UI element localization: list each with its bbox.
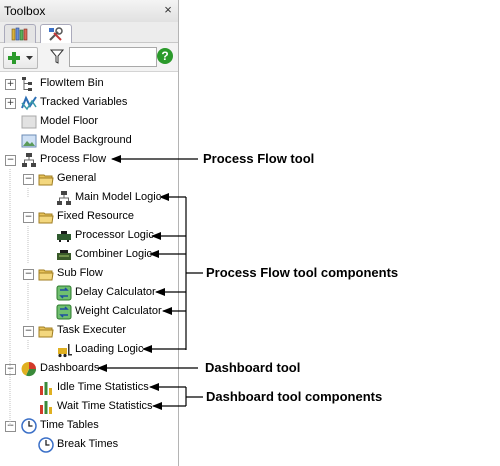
tree-item-combiner-logic[interactable]: Combiner Logic xyxy=(0,245,178,264)
tree-item-tracked-variables[interactable]: + Tracked Variables xyxy=(0,93,178,112)
help-button[interactable]: ? xyxy=(157,48,173,64)
tree-item-label: Delay Calculator xyxy=(75,286,156,298)
tab-library[interactable] xyxy=(4,24,36,43)
process-flow-icon xyxy=(57,191,71,205)
tree-item-label: Idle Time Statistics xyxy=(57,381,149,393)
tree-item-label: General xyxy=(57,172,97,184)
annotation-process-flow-tool: Process Flow tool xyxy=(203,151,315,166)
collapse-icon[interactable]: − xyxy=(23,326,34,337)
tab-tools[interactable] xyxy=(40,24,72,44)
expand-icon[interactable]: + xyxy=(5,79,16,90)
sub-flow-icon xyxy=(56,304,72,320)
tree-item-break-times[interactable]: Break Times xyxy=(0,435,178,454)
toolbox-toolbar: ? xyxy=(0,43,178,72)
chevron-down-icon xyxy=(26,56,33,60)
tree-item-wait-time-statistics[interactable]: Wait Time Statistics xyxy=(0,397,178,416)
tree-item-label: Processor Logic xyxy=(75,229,154,241)
dashboard-icon xyxy=(21,361,37,377)
model-background-icon xyxy=(21,134,37,148)
tree-guide-lines xyxy=(9,169,29,426)
tree-item-label: Combiner Logic xyxy=(75,248,153,260)
tree-item-processor-logic[interactable]: Processor Logic xyxy=(0,226,178,245)
tree-item-model-floor[interactable]: Model Floor xyxy=(0,112,178,131)
toolbox-panel: Toolbox × xyxy=(0,0,179,466)
tree-item-sub-flow[interactable]: − Sub Flow xyxy=(0,264,178,283)
tree-item-label: Main Model Logic xyxy=(75,191,162,203)
folder-icon xyxy=(38,212,54,224)
collapse-icon[interactable]: − xyxy=(23,174,34,185)
toolbox-tabs xyxy=(0,22,178,44)
tree-item-process-flow[interactable]: − Process Flow xyxy=(0,150,178,169)
clock-icon xyxy=(21,418,37,434)
tree-item-label: Dashboards xyxy=(40,362,100,374)
process-flow-icon xyxy=(22,153,36,167)
library-icon xyxy=(11,27,28,41)
tree-item-label: Loading Logic xyxy=(75,343,144,355)
annotation-dashboard-tool: Dashboard tool xyxy=(205,360,301,375)
tree-item-delay-calculator[interactable]: Delay Calculator xyxy=(0,283,178,302)
add-button[interactable] xyxy=(3,47,38,69)
funnel-icon xyxy=(50,49,64,64)
tree-item-label: Break Times xyxy=(57,438,119,450)
plus-icon xyxy=(8,52,20,64)
tree-item-label: FlowItem Bin xyxy=(40,77,104,89)
processor-icon xyxy=(57,231,71,242)
combiner-icon xyxy=(57,250,71,260)
tree-item-label: Fixed Resource xyxy=(57,210,135,222)
folder-icon xyxy=(38,174,54,186)
tree-item-label: Task Executer xyxy=(57,324,127,336)
tree-item-label: Time Tables xyxy=(40,419,99,431)
tree-item-label: Sub Flow xyxy=(57,267,103,279)
model-floor-icon xyxy=(21,115,37,129)
tree-item-label: Tracked Variables xyxy=(40,96,128,108)
flowitem-bin-icon xyxy=(22,77,32,91)
toolbox-title: Toolbox xyxy=(4,4,46,18)
filter-input[interactable] xyxy=(69,47,157,67)
tree-item-idle-time-statistics[interactable]: Idle Time Statistics xyxy=(0,378,178,397)
collapse-icon[interactable]: − xyxy=(23,212,34,223)
forklift-icon xyxy=(58,344,72,358)
collapse-icon[interactable]: − xyxy=(23,269,34,280)
close-button[interactable]: × xyxy=(164,2,172,17)
sub-flow-icon xyxy=(56,285,72,301)
tree-item-main-model-logic[interactable]: Main Model Logic xyxy=(0,188,178,207)
annotation-process-flow-components: Process Flow tool components xyxy=(206,265,399,280)
tree-item-label: Wait Time Statistics xyxy=(57,400,153,412)
tracked-variables-icon xyxy=(21,95,37,111)
bar-chart-icon xyxy=(40,401,52,414)
tree-item-general[interactable]: − General xyxy=(0,169,178,188)
clock-icon xyxy=(38,437,54,453)
expand-icon[interactable]: + xyxy=(5,98,16,109)
tree-item-model-background[interactable]: Model Background xyxy=(0,131,178,150)
tree-item-loading-logic[interactable]: Loading Logic xyxy=(0,340,178,359)
tools-icon xyxy=(49,27,63,41)
folder-icon xyxy=(38,269,54,281)
annotation-dashboard-components: Dashboard tool components xyxy=(206,389,383,404)
collapse-icon[interactable]: − xyxy=(5,155,16,166)
tree-item-weight-calculator[interactable]: Weight Calculator xyxy=(0,302,178,321)
bar-chart-icon xyxy=(40,382,52,395)
tree-item-fixed-resource[interactable]: − Fixed Resource xyxy=(0,207,178,226)
tree-item-label: Model Background xyxy=(40,134,132,146)
tree-item-flowitem-bin[interactable]: + FlowItem Bin xyxy=(0,74,178,93)
tree-item-label: Process Flow xyxy=(40,153,107,165)
tree-item-label: Model Floor xyxy=(40,115,99,127)
folder-icon xyxy=(38,326,54,338)
tree-item-task-executer[interactable]: − Task Executer xyxy=(0,321,178,340)
tree-item-label: Weight Calculator xyxy=(75,305,162,317)
